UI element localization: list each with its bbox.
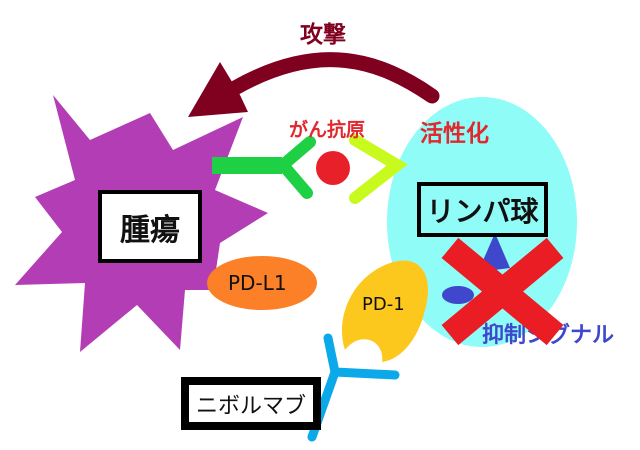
tcell-receptor-arms [349,134,408,204]
tumor-label-box: 腫瘍 [98,190,202,263]
inhibitory-signal-label: 抑制シグナル [482,323,615,348]
lymphocyte-label-box: リンパ球 [417,182,548,237]
antigen-dot [316,151,350,185]
lymphocyte-label: リンパ球 [426,194,539,228]
tumor-receptor-stem [212,157,282,174]
tumor-label: 腫瘍 [120,212,180,248]
attack-label: 攻撃 [300,22,346,48]
antigen-label: がん抗原 [289,119,366,141]
drug-label-box: ニボルマブ [181,377,321,430]
activation-label: 活性化 [420,121,489,147]
signal-blob [442,286,474,304]
pdl1-molecule [207,256,317,310]
tumor-receptor-arms [274,136,316,199]
attack-arrow [227,52,440,104]
attack-arrowhead [188,62,248,117]
drug-label: ニボルマブ [195,393,306,419]
pd1-molecule [341,260,429,362]
pd1-label: PD-1 [362,294,405,315]
pdl1-label: PD-L1 [228,271,287,295]
